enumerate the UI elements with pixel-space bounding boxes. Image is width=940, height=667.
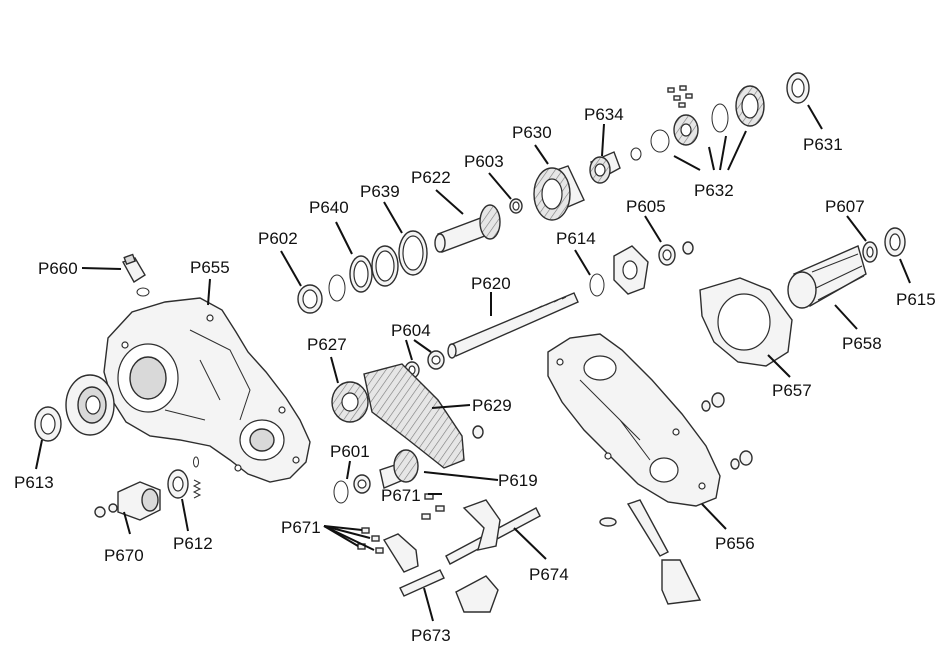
driven-sprocket: [379, 449, 419, 489]
callout-p670: P670: [104, 546, 144, 565]
snap-ring-p601: [333, 474, 371, 504]
bearing-p605: [658, 241, 694, 266]
callout-p671-upper: P671: [381, 486, 421, 505]
rear-case-half: [547, 333, 721, 507]
callout-p640: P640: [309, 198, 349, 217]
callout-p673: P673: [411, 626, 451, 645]
leader-lines: [35, 104, 911, 622]
callout-p639: P639: [360, 182, 400, 201]
range-fork: [382, 533, 499, 613]
snap-ring-p614: [589, 273, 605, 297]
snap-ring-3: [650, 129, 670, 153]
callout-p660: P660: [38, 259, 78, 278]
bearing-p607: [862, 241, 878, 263]
callout-p655: P655: [190, 258, 230, 277]
rear-seal: [884, 227, 906, 257]
callout-p612: P612: [173, 534, 213, 553]
snap-ring: [328, 274, 346, 302]
callout-p656: P656: [715, 534, 755, 553]
oil-pump: [613, 245, 649, 295]
thrust-washer-2: [398, 230, 428, 276]
bearing-p631: [786, 72, 810, 104]
annulus-gear: [533, 165, 585, 221]
callout-p601: P601: [330, 442, 370, 461]
callout-p604: P604: [391, 321, 431, 340]
shift-fork-pads: [357, 493, 445, 554]
callout-p622: P622: [411, 168, 451, 187]
rear-seal-and-spring: [167, 456, 202, 499]
front-bearing-retainer: [65, 374, 115, 436]
callout-p629: P629: [472, 396, 512, 415]
small-bearing: [472, 425, 484, 439]
ring-p640: [349, 255, 373, 293]
seal-p602: [297, 284, 323, 314]
front-case-half: [103, 297, 311, 483]
callout-p613: P613: [14, 473, 54, 492]
callout-p619: P619: [498, 471, 538, 490]
planetary-assembly: [667, 85, 765, 146]
callout-p631: P631: [803, 135, 843, 154]
front-output-seal: [34, 406, 62, 442]
callout-p632: P632: [694, 181, 734, 200]
callout-p602: P602: [258, 229, 298, 248]
callout-p603: P603: [464, 152, 504, 171]
mainshaft: [447, 292, 579, 359]
callout-p671-lower: P671: [281, 518, 321, 537]
front-yoke: [94, 481, 161, 521]
shift-rail-and-fork: [445, 499, 541, 565]
pilot-bearing: [509, 198, 523, 214]
callout-p657: P657: [772, 381, 812, 400]
callout-p674: P674: [529, 565, 569, 584]
shift-lever: [599, 499, 702, 605]
input-gear: [434, 204, 501, 253]
callout-p627: P627: [307, 335, 347, 354]
tail-housing: [787, 245, 867, 309]
drive-sprocket: [331, 381, 369, 423]
thrust-washer-p639: [371, 245, 399, 287]
callout-p605: P605: [626, 197, 666, 216]
callout-p614: P614: [556, 229, 596, 248]
drive-chain: [363, 363, 465, 469]
extension-housing: [699, 277, 793, 367]
callout-labels: P660 P655 P613 P670 P612 P602 P640 P639 …: [14, 105, 936, 645]
callout-p630: P630: [512, 123, 552, 142]
callout-p658: P658: [842, 334, 882, 353]
callout-p607: P607: [825, 197, 865, 216]
speed-sensor: [121, 253, 150, 297]
clutch-sleeve: [589, 151, 621, 184]
callout-p634: P634: [584, 105, 624, 124]
snap-ring-2: [630, 147, 642, 161]
callout-p620: P620: [471, 274, 511, 293]
callout-p615: P615: [896, 290, 936, 309]
drain-fill-plugs: [701, 392, 753, 470]
